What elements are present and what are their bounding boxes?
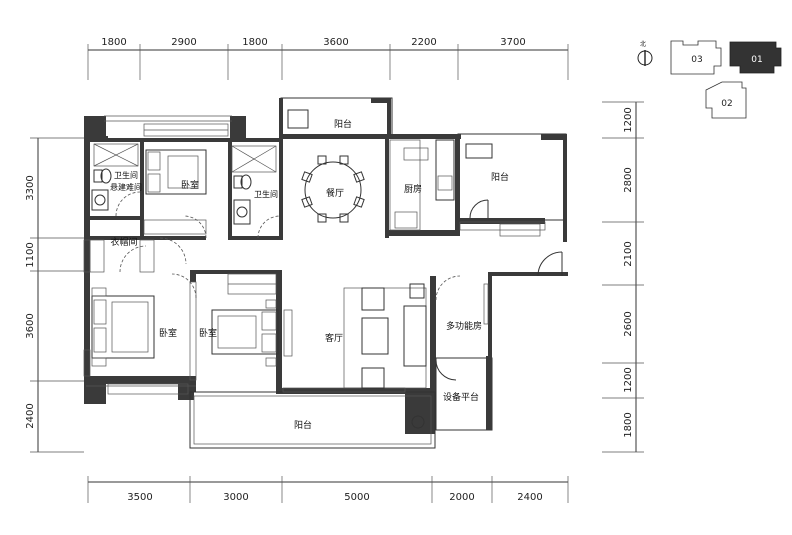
right-dim-2: 2800 (623, 167, 634, 192)
toilet-center-icon (233, 174, 252, 190)
right-dimension-line: 1200 2800 2100 2600 1200 1800 (602, 101, 644, 453)
bottom-dim-3: 5000 (344, 492, 369, 503)
bottom-dim-5: 2400 (517, 492, 542, 503)
left-dim-1: 3300 (25, 175, 36, 200)
top-dim-1: 1800 (101, 37, 126, 48)
furniture (89, 109, 541, 429)
label-kitchen: 厨房 (404, 183, 422, 195)
label-cloakroom: 衣帽间 (110, 236, 137, 248)
key-plan: 北 03 01 02 (637, 40, 782, 119)
top-dim-5: 2200 (411, 37, 436, 48)
walls (84, 97, 568, 449)
keyplan-unit-02-label: 02 (721, 99, 732, 109)
right-dim-1: 1200 (623, 107, 634, 132)
toilet-left-icon (93, 168, 112, 184)
label-bath-left-2: 悬建难间 (110, 182, 142, 192)
label-bedroom-center: 卧室 (199, 327, 217, 339)
right-dim-5: 1200 (623, 367, 634, 392)
kitchen-counter-icon (389, 139, 455, 231)
label-equipment: 设备平台 (443, 391, 479, 403)
top-dim-4: 3600 (323, 37, 348, 48)
keyplan-unit-02: 02 (705, 81, 747, 119)
right-dim-6: 1800 (623, 412, 634, 437)
bottom-dimension-line: 3500 3000 5000 2000 2400 (87, 476, 569, 503)
left-dim-2: 1100 (25, 242, 36, 267)
room-labels: 阳台 卫生间 悬建难间 卧室 卫生间 餐厅 厨房 阳台 衣帽间 卧室 卧室 客厅… (110, 118, 509, 431)
right-dim-4: 2600 (623, 311, 634, 336)
left-dimension-line: 3300 1100 3600 2400 (25, 137, 84, 453)
label-living: 客厅 (325, 332, 343, 344)
label-bedroom-left: 卧室 (159, 327, 177, 339)
compass-icon: 北 (637, 40, 653, 66)
top-dim-2: 2900 (171, 37, 196, 48)
windows (83, 123, 546, 395)
dining-table-icon (301, 155, 365, 223)
sink-left-icon (91, 189, 109, 211)
left-dim-3: 3600 (25, 313, 36, 338)
keyplan-unit-01: 01 (729, 41, 782, 74)
label-balcony-right: 阳台 (491, 171, 509, 183)
bed-top-icon (145, 149, 207, 195)
top-dimension-line: 1800 2900 1800 3600 2200 3700 (87, 37, 569, 80)
keyplan-unit-03-label: 03 (691, 55, 702, 65)
keyplan-unit-01-label: 01 (751, 55, 762, 65)
bottom-dim-4: 2000 (449, 492, 474, 503)
bed-center-icon (211, 299, 279, 367)
label-bath-center: 卫生间 (254, 189, 278, 199)
right-dim-3: 2100 (623, 241, 634, 266)
label-bath-left-1: 卫生间 (114, 170, 138, 180)
label-bedroom-top: 卧室 (181, 179, 199, 191)
bottom-dim-2: 3000 (223, 492, 248, 503)
top-dim-3: 1800 (242, 37, 267, 48)
label-dining: 餐厅 (326, 187, 344, 199)
sink-center-icon (233, 199, 251, 225)
label-multi: 多功能房 (446, 320, 482, 332)
label-balcony-top: 阳台 (334, 118, 352, 130)
bottom-dim-1: 3500 (127, 492, 152, 503)
compass-north-label: 北 (640, 40, 646, 48)
bed-left-icon (91, 287, 155, 367)
keyplan-unit-03: 03 (670, 40, 722, 75)
doors (115, 191, 563, 381)
label-balcony-bottom: 阳台 (294, 419, 312, 431)
sofa-set-icon (343, 283, 427, 389)
left-dim-4: 2400 (25, 403, 36, 428)
top-dim-6: 3700 (500, 37, 525, 48)
